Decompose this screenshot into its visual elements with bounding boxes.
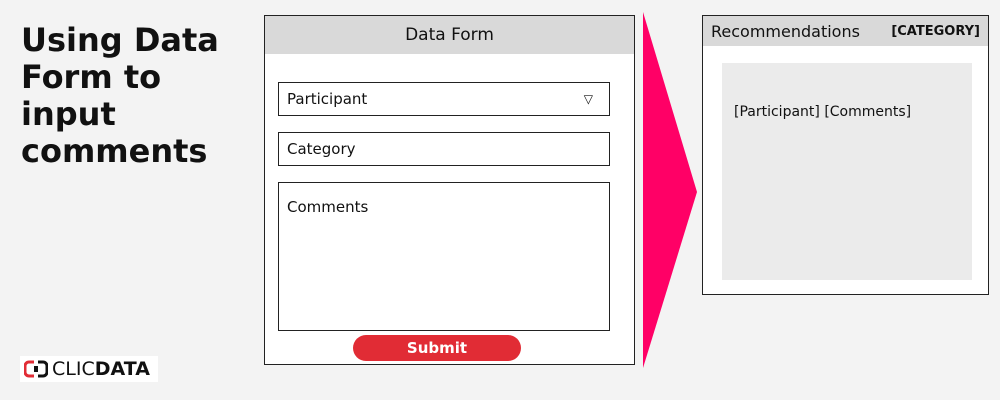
submit-button[interactable]: Submit <box>353 335 521 361</box>
flow-arrow-shape <box>643 12 697 368</box>
recommendation-text: [Participant] [Comments] <box>734 104 912 120</box>
clicdata-logo-mark-icon <box>24 360 48 378</box>
flow-arrow <box>643 12 697 368</box>
comments-label: Comments <box>287 198 369 216</box>
clicdata-logo: CLICDATA <box>20 356 158 382</box>
logo-text: CLICDATA <box>52 356 150 382</box>
chevron-down-icon[interactable]: ▽ <box>583 92 593 106</box>
category-tag: [CATEGORY] <box>891 24 980 39</box>
comments-textarea[interactable]: Comments <box>278 182 610 331</box>
data-form-title: Data Form <box>265 16 634 54</box>
data-form-panel: Data Form Participant ▽ Category Comment… <box>264 15 635 365</box>
participant-dropdown[interactable]: Participant ▽ <box>278 82 610 116</box>
participant-label: Participant <box>287 90 368 108</box>
recommendations-title: Recommendations <box>711 22 860 41</box>
logo-text-light: CLIC <box>52 358 95 380</box>
headline: Using Data Form to input comments <box>21 21 219 170</box>
category-label: Category <box>287 140 356 158</box>
logo-text-bold: DATA <box>94 358 150 380</box>
category-field[interactable]: Category <box>278 132 610 166</box>
recommendations-panel: Recommendations [CATEGORY] [Participant]… <box>702 15 989 295</box>
recommendations-header: Recommendations [CATEGORY] <box>703 16 988 46</box>
recommendations-body: [Participant] [Comments] <box>722 63 972 280</box>
